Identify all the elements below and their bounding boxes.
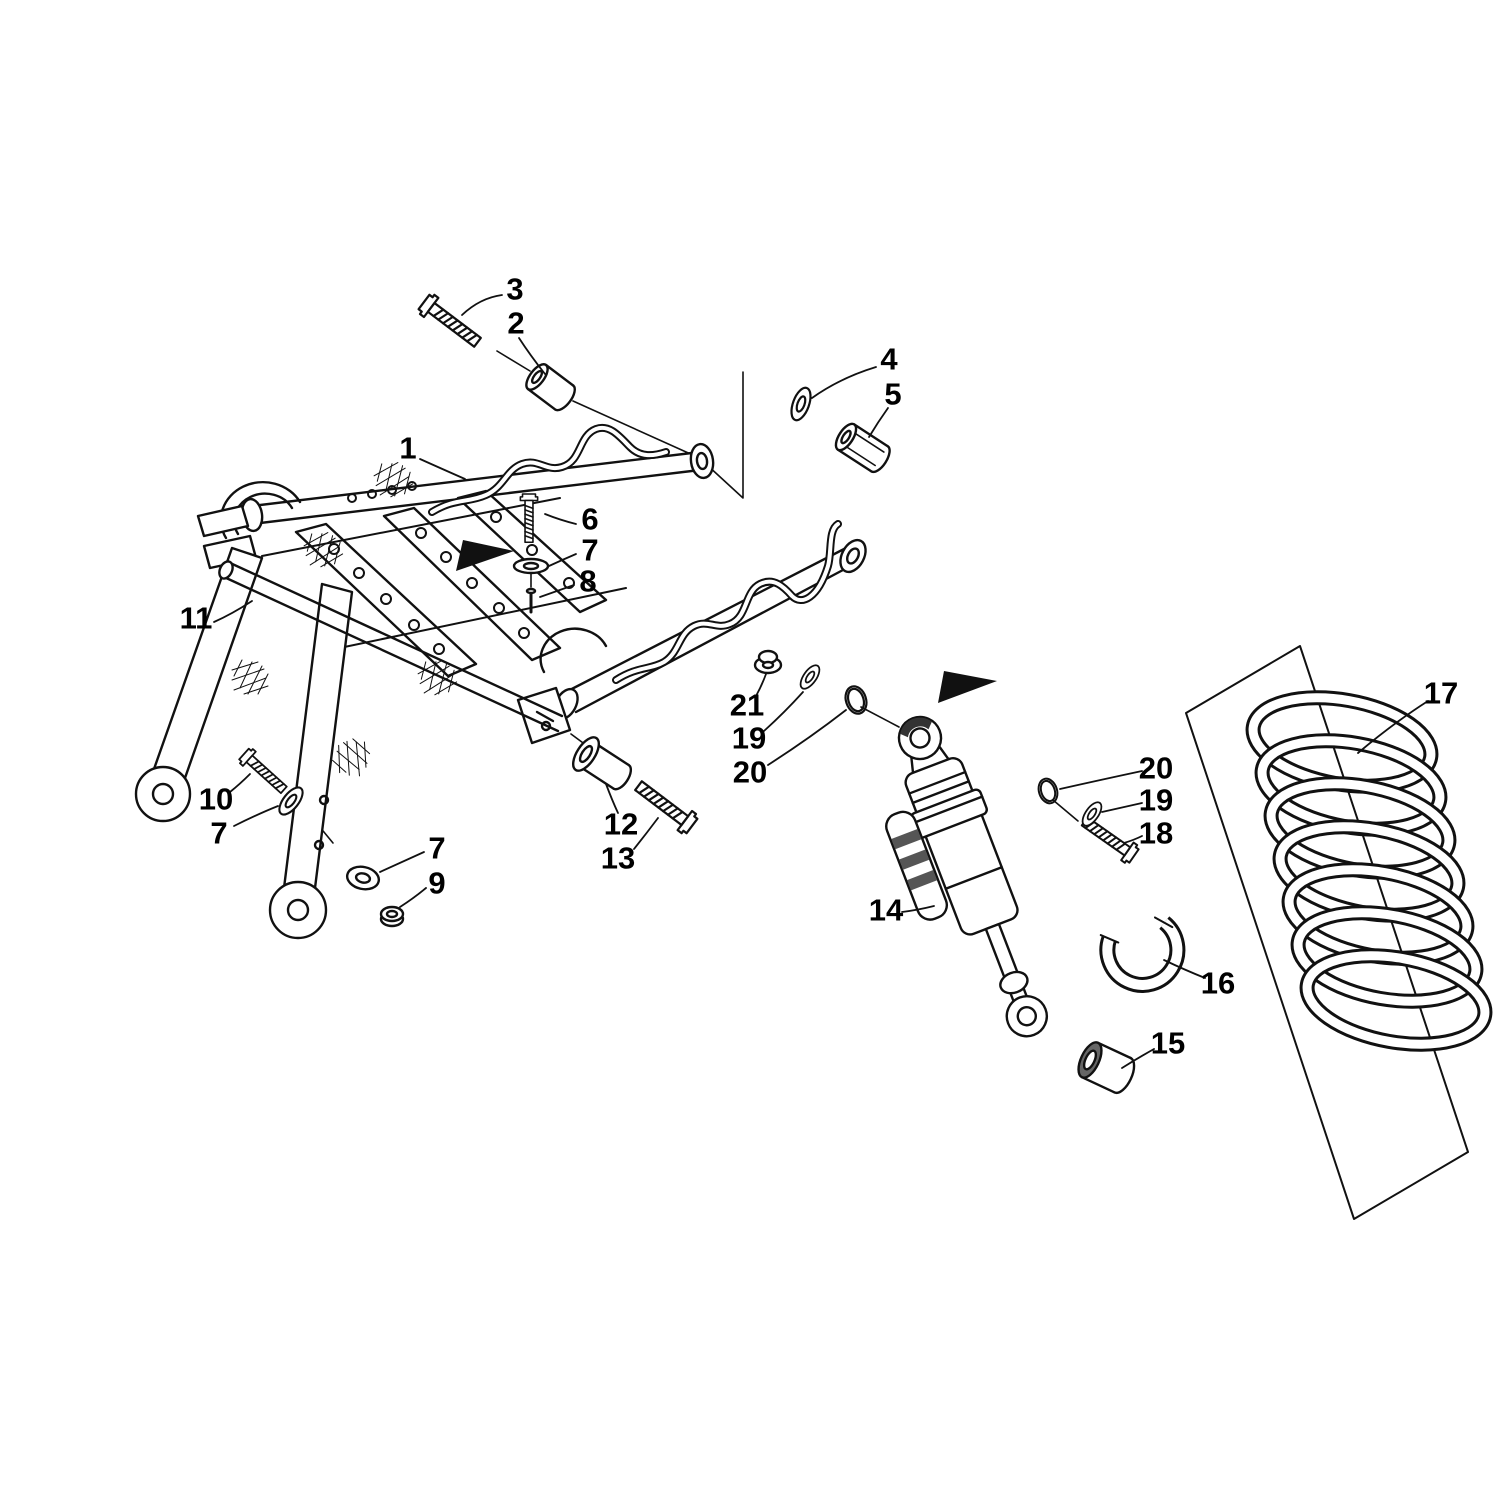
nut-9: [379, 905, 405, 928]
pin-8: [525, 587, 537, 614]
ring-20-left: [840, 682, 872, 718]
callout-20-left: 20: [732, 754, 768, 790]
callout-16: 16: [1200, 965, 1236, 1001]
callout-8: 8: [579, 563, 597, 599]
callout-6: 6: [581, 501, 599, 537]
callout-19-left: 19: [731, 720, 767, 756]
torsion-rod-front: [428, 423, 670, 516]
direction-arrow-icon: [456, 540, 514, 571]
shock-absorber: [885, 715, 1048, 1038]
washer-7-bottom: [345, 865, 381, 891]
callout-1: 1: [399, 430, 417, 466]
limiter-arm-right: [268, 582, 354, 940]
leader-lines: [213, 294, 1429, 1069]
washer-4: [786, 384, 816, 424]
callout-4: 4: [880, 341, 898, 377]
bolt-3: [415, 291, 486, 354]
callout-13: 13: [600, 840, 636, 876]
callout-14: 14: [868, 892, 904, 928]
callout-19-right: 19: [1138, 782, 1174, 818]
shock-reservoir: [885, 810, 949, 921]
callout-7-top: 7: [581, 532, 599, 568]
callout-15: 15: [1150, 1025, 1186, 1061]
washer-7-top: [512, 557, 550, 575]
limiter-arm-left: [134, 546, 264, 823]
bushing-15: [1077, 1041, 1136, 1095]
callout-12: 12: [603, 806, 639, 842]
torsion-rod-rear: [612, 520, 842, 684]
callout-3: 3: [506, 271, 524, 307]
bolt-13: [630, 774, 701, 837]
callout-11: 11: [179, 600, 213, 636]
bolt-10: [236, 745, 292, 798]
callout-7-left: 7: [210, 815, 228, 851]
callout-9: 9: [428, 865, 446, 901]
callout-7-bottom: 7: [428, 830, 446, 866]
callout-17: 17: [1423, 675, 1459, 711]
washer-19-left: [795, 661, 825, 693]
spacer-5: [834, 422, 891, 474]
spring-boundary-box: [1185, 645, 1469, 1220]
bushing-2: [525, 363, 576, 412]
nut-21: [753, 649, 783, 675]
callout-5: 5: [884, 376, 902, 412]
direction-arrow-icon: [938, 671, 997, 703]
spring-retainer: [1099, 916, 1186, 993]
pivot-shaft: [218, 560, 564, 733]
callout-10: 10: [198, 781, 234, 817]
front-arm-frame: [134, 423, 867, 940]
callout-2: 2: [507, 305, 525, 341]
callout-21: 21: [729, 687, 765, 723]
callout-20-right: 20: [1138, 750, 1174, 786]
bushing-12: [571, 736, 633, 791]
coil-spring: [1245, 690, 1493, 1052]
callout-18: 18: [1138, 815, 1174, 851]
ring-20-right: [1034, 775, 1062, 807]
